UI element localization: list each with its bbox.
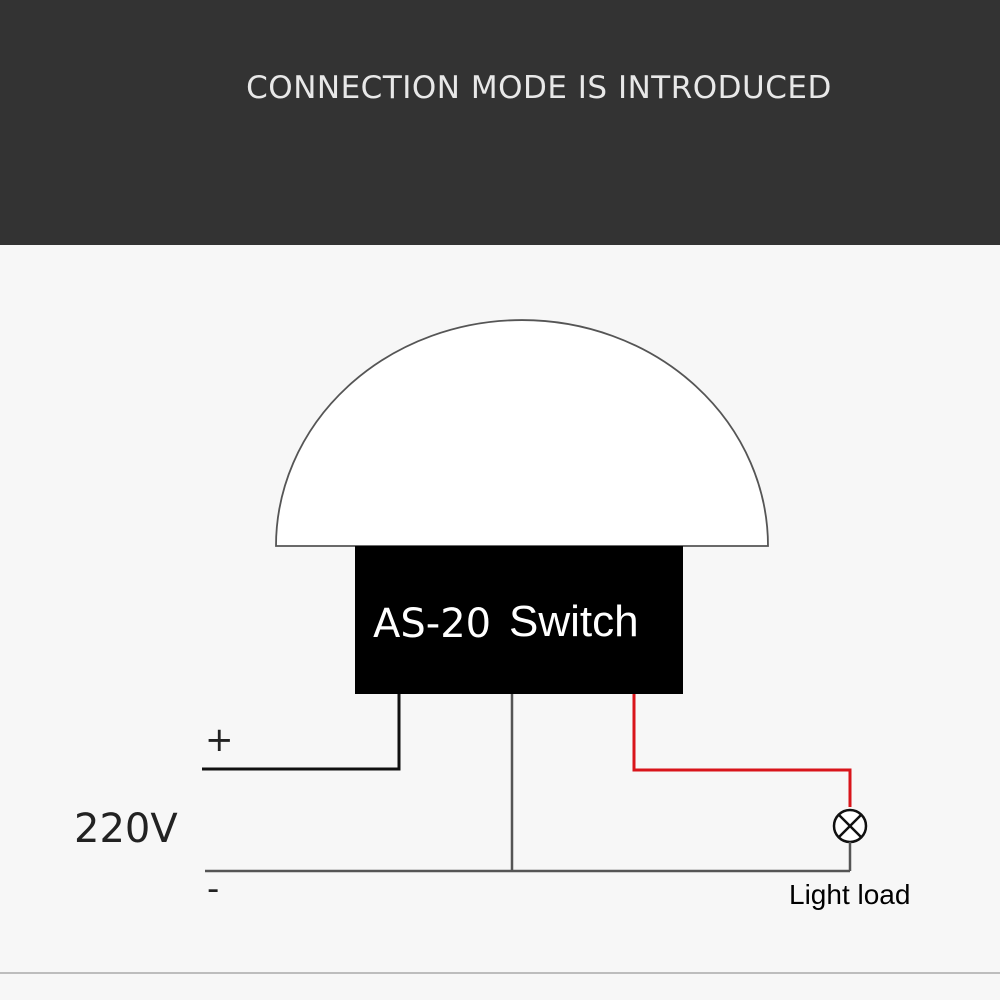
page-title: CONNECTION MODE IS INTRODUCED [246, 70, 832, 106]
header-banner: CONNECTION MODE IS INTRODUCED [0, 0, 1000, 245]
lamp-icon [832, 808, 868, 844]
device-model-label: AS-20 [373, 601, 491, 647]
switch-body [355, 546, 683, 694]
supply-plus-label: + [205, 720, 234, 760]
load-wire [632, 694, 852, 807]
bottom-divider [0, 972, 1000, 974]
device-type-label: Switch [509, 597, 639, 646]
voltage-label: 220V [74, 806, 178, 852]
supply-minus-label: - [207, 869, 219, 909]
live-wire [202, 694, 401, 771]
sensor-dome [275, 319, 769, 547]
load-label: Light load [789, 879, 910, 910]
bottom-strip [0, 974, 1000, 1000]
